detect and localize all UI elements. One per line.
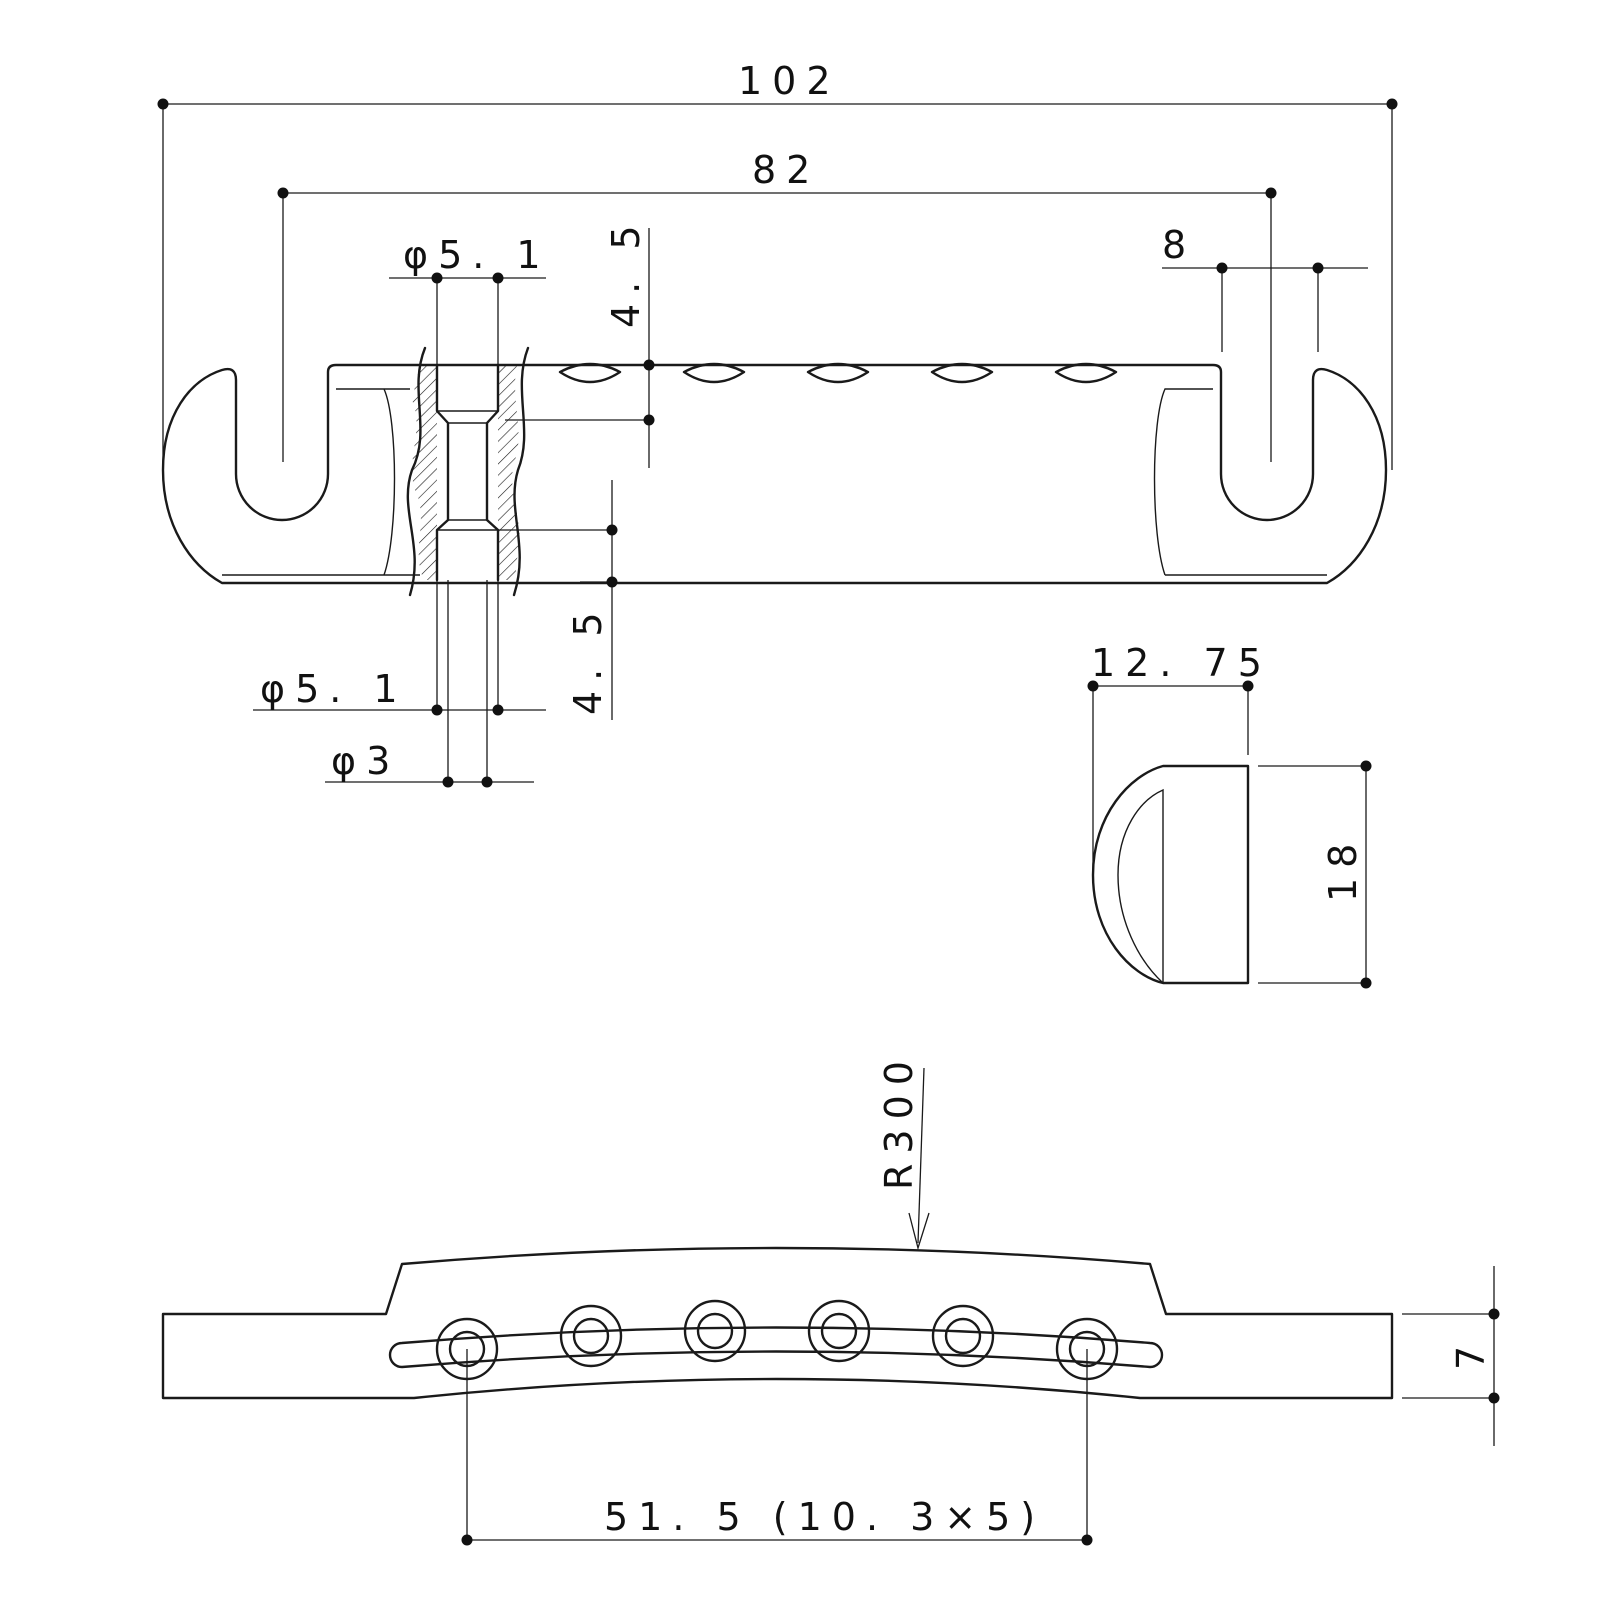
top-view-right-bevel xyxy=(1153,388,1327,576)
saddle-ring xyxy=(807,1299,871,1363)
label-string-spacing: 51. 5 (10. 3×5) xyxy=(604,1495,1045,1539)
label-overall-length: 102 xyxy=(738,59,841,103)
top-view-body-outline xyxy=(161,363,1388,585)
label-upper-bore-depth: 4. 5 xyxy=(604,215,648,328)
dim-side-height: 18 xyxy=(1258,760,1372,989)
section-hatch-left xyxy=(412,365,437,580)
dim-through-hole-diameter: φ3 xyxy=(325,580,534,788)
dim-lower-bore-diameter: φ5. 1 xyxy=(253,580,546,716)
front-view-outline xyxy=(161,1246,1394,1400)
dim-upper-bore-depth: 4. 5 xyxy=(505,215,655,468)
label-top-radius: R300 xyxy=(877,1051,921,1190)
dim-lower-bore-depth: 4. 5 xyxy=(498,480,618,720)
section-break-line-right xyxy=(512,346,530,597)
dim-overall-length: 102 xyxy=(157,59,1398,470)
label-post-spacing: 82 xyxy=(752,148,820,192)
string-hole xyxy=(1054,362,1118,384)
top-view-left-bevel xyxy=(336,388,410,576)
label-slot-width: 8 xyxy=(1162,223,1196,267)
front-view-saddle-rings xyxy=(435,1299,1119,1381)
saddle-ring xyxy=(559,1304,623,1368)
top-view-string-holes xyxy=(558,362,1118,384)
side-view-outline xyxy=(1091,764,1250,985)
label-front-thickness: 7 xyxy=(1449,1336,1493,1370)
side-view-inner-bevel xyxy=(1117,765,1210,984)
string-hole xyxy=(558,362,622,384)
section-break-line-left xyxy=(406,346,427,597)
section-bore-ledges xyxy=(437,410,498,531)
label-side-depth: 12. 75 xyxy=(1091,641,1272,685)
dim-side-depth: 12. 75 xyxy=(1087,641,1272,880)
dim-slot-width: 8 xyxy=(1162,223,1368,352)
string-hole xyxy=(930,362,994,384)
dim-post-spacing: 82 xyxy=(277,148,1277,462)
saddle-ring xyxy=(683,1299,747,1363)
side-view: 12. 75 18 xyxy=(1087,641,1372,989)
label-through-hole-diameter: φ3 xyxy=(331,739,400,783)
saddle-ring xyxy=(931,1304,995,1368)
front-view: R300 7 51. 5 (10. 3×5) xyxy=(161,1051,1500,1546)
dim-upper-bore-diameter: φ5. 1 xyxy=(389,233,551,365)
section-bore xyxy=(435,363,500,582)
dim-front-thickness: 7 xyxy=(1402,1266,1500,1446)
label-side-height: 18 xyxy=(1321,834,1365,902)
top-view-cross-section xyxy=(406,346,530,597)
section-hatch-right xyxy=(498,365,520,580)
label-lower-bore-depth: 4. 5 xyxy=(566,602,610,715)
dim-top-radius: R300 xyxy=(877,1051,930,1251)
top-view: 102 82 8 φ5. 1 xyxy=(157,59,1398,788)
label-lower-bore-diameter: φ5. 1 xyxy=(260,667,408,711)
label-upper-bore-diameter: φ5. 1 xyxy=(403,233,551,277)
string-hole xyxy=(806,362,870,384)
front-view-string-slot xyxy=(388,1326,1164,1369)
string-hole xyxy=(682,362,746,384)
dim-string-spacing: 51. 5 (10. 3×5) xyxy=(461,1349,1093,1546)
